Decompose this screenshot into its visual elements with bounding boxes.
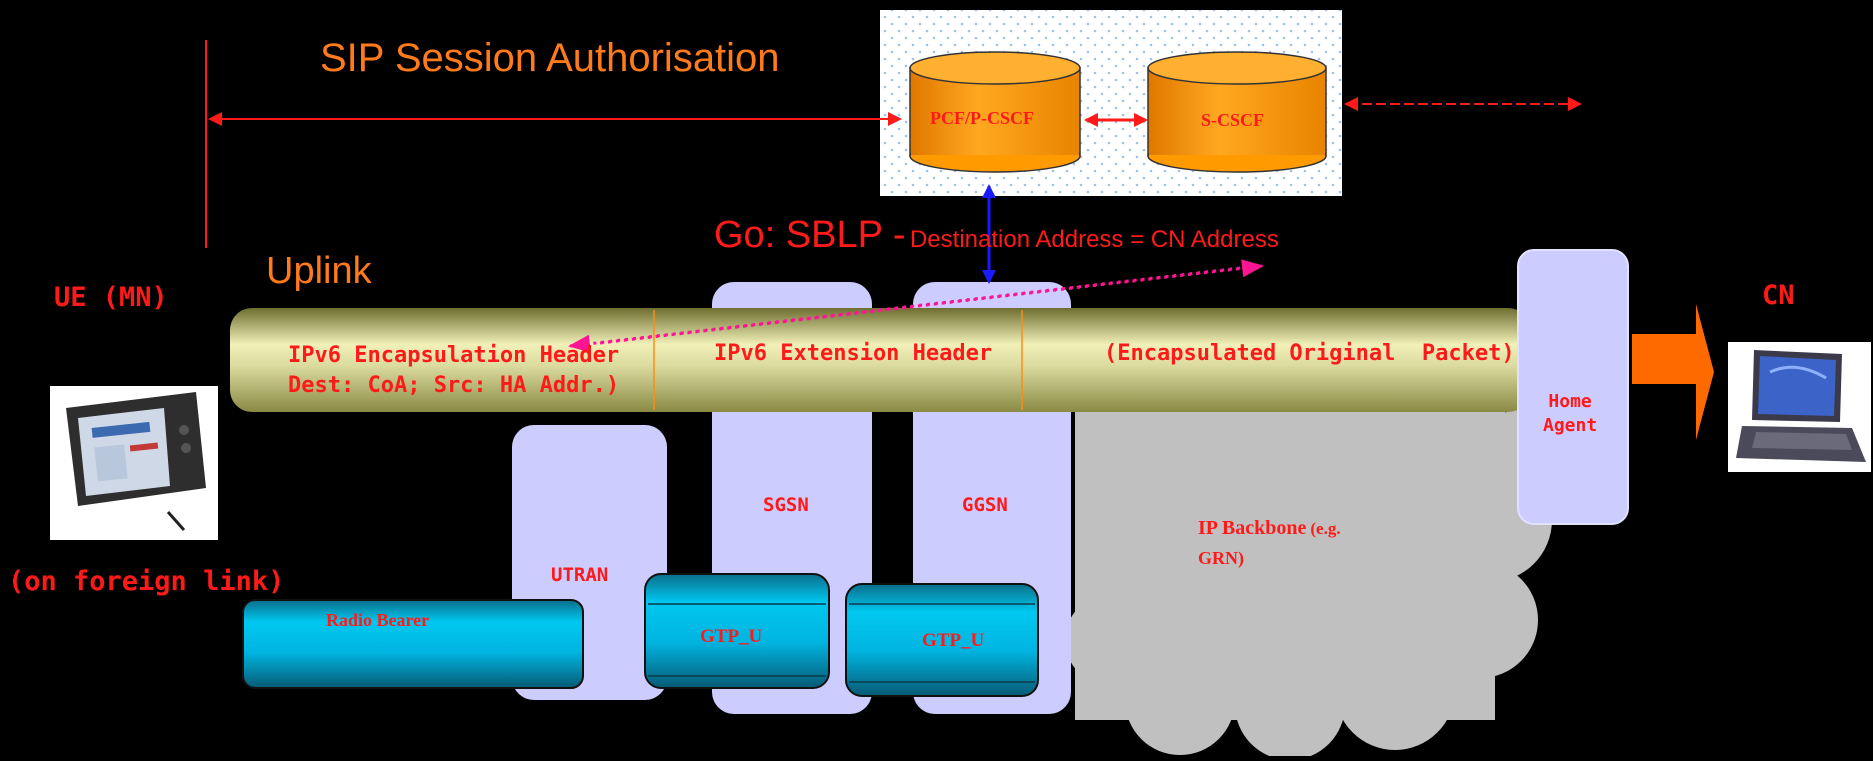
to-cn-arrow bbox=[1632, 304, 1714, 440]
ip-backbone-small: (e.g. bbox=[1310, 519, 1341, 538]
pcf-pcscf-cylinder bbox=[909, 51, 1081, 173]
tunnel-seg2: IPv6 Extension Header bbox=[714, 341, 993, 366]
ip-backbone-bold: IP Backbone bbox=[1198, 517, 1307, 539]
s-cscf-cylinder bbox=[1147, 51, 1327, 173]
home-agent-line1: Home bbox=[1548, 391, 1592, 412]
gtp-u-tube-1 bbox=[644, 573, 830, 689]
s-cscf-label: S-CSCF bbox=[1201, 110, 1265, 130]
go-sblp-caption: Go: SBLP - Destination Address = CN Addr… bbox=[714, 214, 1279, 257]
ggsn-label: GGSN bbox=[962, 494, 1008, 516]
ip-backbone-label: IP Backbone (e.g. GRN) bbox=[1198, 514, 1341, 572]
go-sblp-label: Go: SBLP - bbox=[714, 214, 906, 256]
utran-label: UTRAN bbox=[551, 564, 609, 586]
tunnel-seg1-line2: Dest: CoA; Src: HA Addr.) bbox=[288, 373, 620, 398]
home-agent-label: Home Agent bbox=[1543, 390, 1597, 438]
ipv6-tunnel bbox=[230, 308, 1530, 412]
sip-session-title: SIP Session Authorisation bbox=[320, 36, 780, 80]
go-sblp-detail: Destination Address = CN Address bbox=[909, 226, 1279, 253]
ip-backbone-cloud bbox=[1065, 372, 1565, 760]
uplink-label: Uplink bbox=[266, 250, 372, 292]
pcf-pcscf-label: PCF/P-CSCF bbox=[930, 108, 1034, 128]
cn-laptop-image bbox=[1728, 342, 1871, 472]
ue-tablet-image bbox=[50, 386, 218, 540]
ip-backbone-line2: GRN) bbox=[1198, 548, 1244, 568]
gtp-u-tube-2 bbox=[845, 583, 1039, 697]
home-agent-node bbox=[1517, 249, 1629, 525]
tunnel-seg1-line1: IPv6 Encapsulation Header bbox=[288, 343, 620, 368]
tunnel-seg1: IPv6 Encapsulation Header Dest: CoA; Src… bbox=[288, 341, 619, 401]
tunnel-seg3: (Encapsulated Original Packet) bbox=[1104, 341, 1515, 366]
gtp-u-label-1: GTP_U bbox=[700, 626, 763, 647]
gtp-u-label-2: GTP_U bbox=[922, 630, 985, 651]
cn-label: CN bbox=[1762, 280, 1795, 311]
sgsn-label: SGSN bbox=[763, 494, 809, 516]
radio-bearer-tube bbox=[242, 599, 584, 689]
ue-sublabel: (on foreign link) bbox=[8, 566, 285, 597]
ue-label: UE (MN) bbox=[54, 282, 168, 313]
radio-bearer-label: Radio Bearer bbox=[326, 610, 430, 630]
home-agent-line2: Agent bbox=[1543, 415, 1598, 436]
